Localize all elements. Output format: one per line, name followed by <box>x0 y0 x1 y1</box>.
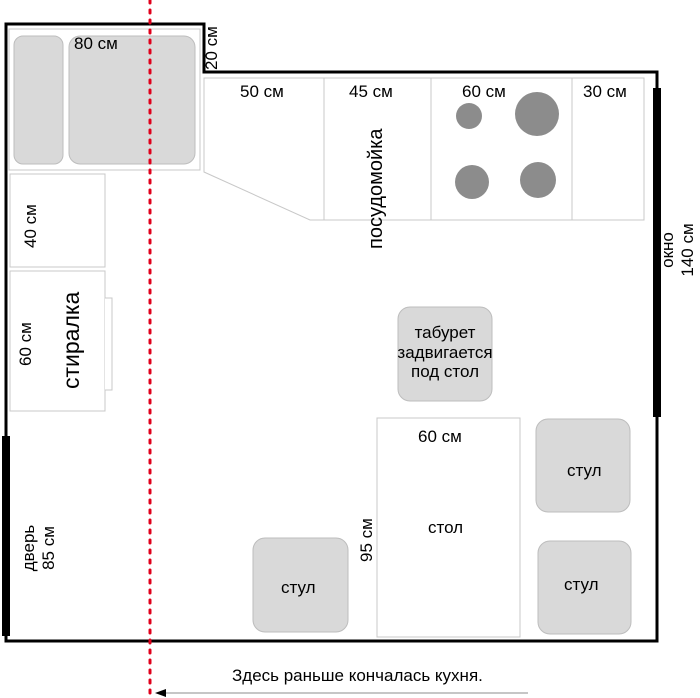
chair-right-bottom <box>537 540 632 635</box>
chair-right-bottom-label: стул <box>564 575 599 594</box>
niche-depth-label: 20 см <box>202 26 221 70</box>
sink-width-label: 80 см <box>74 34 118 53</box>
washer-label: стиралка <box>58 291 84 389</box>
stool-line-3: под стол <box>410 362 480 382</box>
window-label: окно 140 см <box>658 215 698 285</box>
burner-large-top <box>515 92 559 136</box>
stool-line-1: табурет <box>414 323 476 342</box>
cabinet-40 <box>9 173 106 268</box>
arrow-head <box>155 689 166 697</box>
table <box>376 417 521 638</box>
chair-left-label: стул <box>281 578 316 597</box>
counter-30 <box>571 77 645 221</box>
stool <box>397 306 493 402</box>
door-label-2: 85 см <box>38 526 58 570</box>
burner-left-bottom <box>455 165 489 199</box>
chair-left <box>252 537 349 633</box>
dishwasher-unit <box>323 77 432 221</box>
room-walls <box>4 22 659 643</box>
window-label-2: 140 см <box>677 223 697 277</box>
table-width-label: 60 см <box>418 427 462 446</box>
dishwasher-label: посудомойка <box>365 128 387 249</box>
sink-small-bowl <box>13 35 64 165</box>
window-label-1: окно <box>658 232 677 268</box>
counter-30-label: 30 см <box>583 82 627 101</box>
washing-machine <box>9 270 106 412</box>
sink-large-bowl <box>68 35 196 165</box>
table-label: стол <box>428 518 464 537</box>
old-kitchen-note: Здесь раньше кончалась кухня. <box>232 666 483 685</box>
chair-right-top <box>535 418 631 513</box>
corner-counter <box>203 77 325 221</box>
burner-right-bottom <box>520 162 556 198</box>
dishwasher-width-label: 45 см <box>349 82 393 101</box>
stool-line-2: задвигается <box>397 342 493 362</box>
stove-width-label: 60 см <box>462 82 506 101</box>
stool-label: табурет задвигается под стол <box>360 323 530 382</box>
washer-door <box>105 297 113 391</box>
door-label-1: дверь <box>19 524 38 572</box>
washer-width-label: 60 см <box>16 322 35 366</box>
door-label: дверь 85 см <box>19 513 59 583</box>
cabinet-40-label: 40 см <box>21 204 40 248</box>
counter-50-label: 50 см <box>240 82 284 101</box>
table-length-label: 95 см <box>357 518 376 562</box>
chair-right-top-label: стул <box>567 461 602 480</box>
burner-small-top <box>456 103 482 129</box>
